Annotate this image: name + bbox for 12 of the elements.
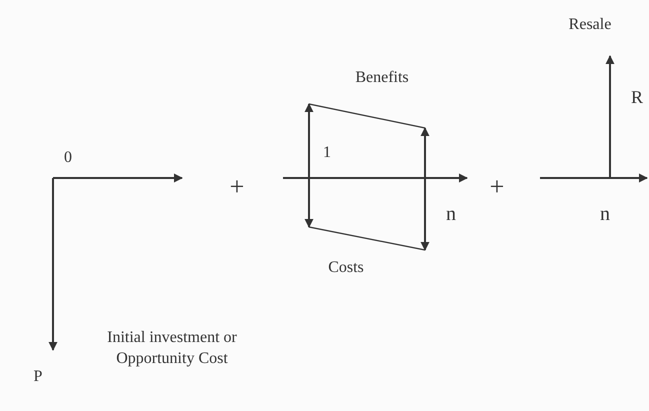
label: Resale [568,16,612,34]
label: P [34,368,42,386]
label: R [630,86,643,108]
label: 0 [64,148,72,168]
plus-sign: + [230,172,244,202]
label: n [600,202,610,226]
label: Costs [328,258,364,278]
caption-text: Initial investment or Opportunity Cost [107,328,237,369]
label: Benefits [355,68,409,88]
label: n [446,202,456,226]
label: 1 [323,144,331,162]
plus-sign: + [490,172,504,202]
